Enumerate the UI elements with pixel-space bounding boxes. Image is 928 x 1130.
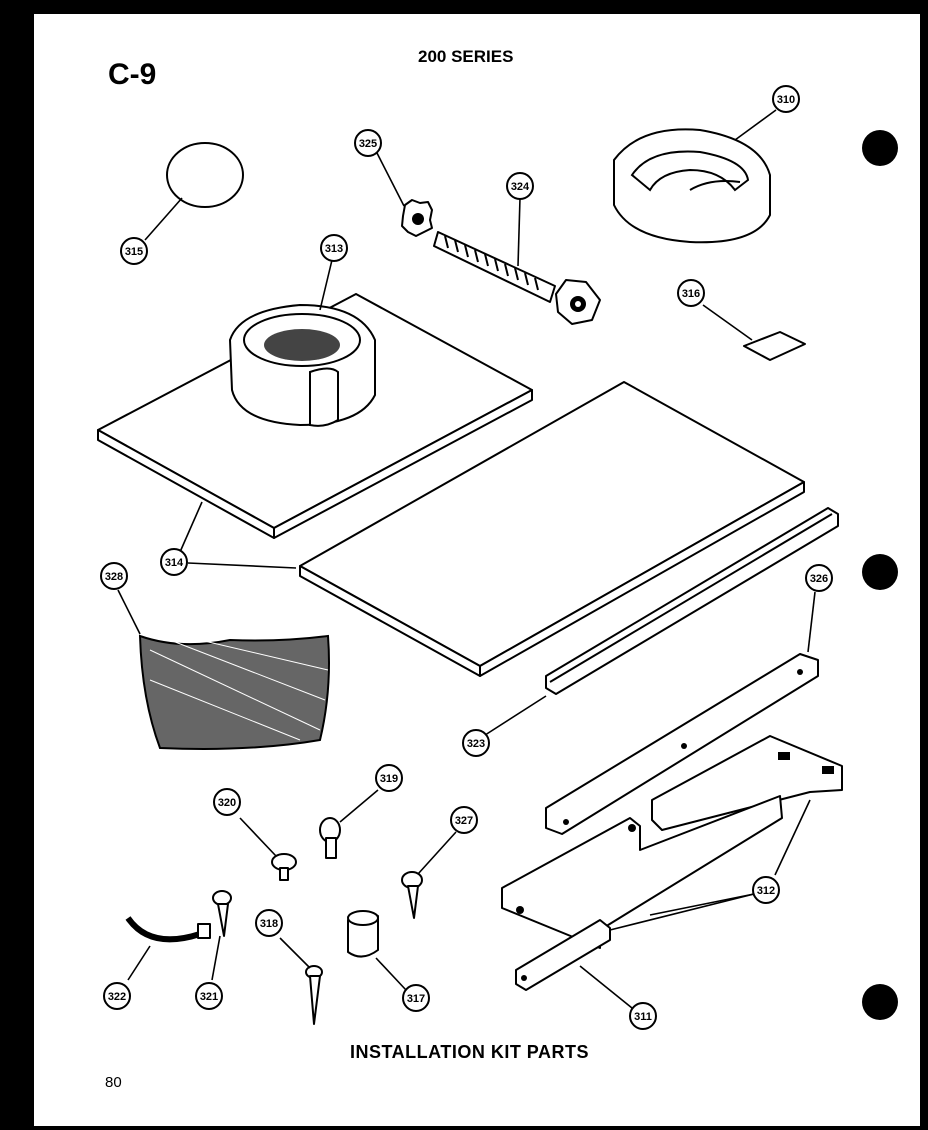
part-315-grommet: [166, 142, 244, 208]
svg-text:320: 320: [218, 797, 236, 809]
part-312-angle-bracket: [501, 735, 843, 949]
callout-319: 319: [375, 764, 403, 792]
svg-text:314: 314: [165, 557, 184, 569]
part-316-foam-pad: [743, 331, 806, 361]
callout-317: 317: [402, 984, 430, 1012]
svg-text:310: 310: [777, 94, 795, 106]
svg-text:323: 323: [467, 738, 485, 750]
page-number: 80: [105, 1074, 122, 1091]
part-321-screw: [212, 890, 232, 937]
callout-318: 318: [255, 909, 283, 937]
callout-324: 324: [506, 172, 534, 200]
part-327-screw: [401, 871, 423, 919]
callout-326: 326: [805, 564, 833, 592]
svg-text:315: 315: [125, 246, 143, 258]
callout-322: 322: [103, 982, 131, 1010]
svg-text:317: 317: [407, 993, 425, 1005]
part-314-board-lower: [299, 381, 805, 677]
part-310-foam-roll: [613, 128, 771, 244]
part-317-spacer: [347, 910, 379, 958]
callout-321: 321: [195, 982, 223, 1010]
part-313-sleeve: [229, 304, 376, 427]
binder-hole-middle: [862, 554, 898, 590]
part-319-screw: [319, 817, 341, 859]
callout-327: 327: [450, 806, 478, 834]
callout-313: 313: [320, 234, 348, 262]
svg-text:322: 322: [108, 991, 126, 1003]
callout-316: 316: [677, 279, 705, 307]
callout-320: 320: [213, 788, 241, 816]
svg-text:319: 319: [380, 773, 398, 785]
callout-315: 315: [120, 237, 148, 265]
svg-text:324: 324: [511, 181, 530, 193]
svg-text:316: 316: [682, 288, 700, 300]
diagram-caption: INSTALLATION KIT PARTS: [350, 1042, 589, 1062]
part-320-plug: [271, 853, 297, 881]
series-title: 200 SERIES: [418, 47, 514, 66]
callout-328: 328: [100, 562, 128, 590]
part-322-clip: [125, 916, 211, 943]
part-325-star-washer: [401, 199, 433, 237]
part-311-rail: [515, 919, 611, 991]
svg-text:327: 327: [455, 815, 473, 827]
part-326-bracket: [545, 653, 819, 835]
part-328-mesh-bag: [138, 634, 330, 750]
binder-hole-top: [862, 130, 898, 166]
callout-325: 325: [354, 129, 382, 157]
part-324-bolt: [433, 231, 601, 325]
svg-text:312: 312: [757, 885, 775, 897]
callout-312: 312: [752, 876, 780, 904]
svg-text:321: 321: [200, 991, 218, 1003]
callout-311: 311: [629, 1002, 657, 1030]
svg-text:326: 326: [810, 573, 828, 585]
svg-text:313: 313: [325, 243, 343, 255]
callout-314: 314: [160, 548, 188, 576]
part-323-channel: [545, 507, 839, 695]
svg-text:311: 311: [634, 1011, 652, 1023]
callout-323: 323: [462, 729, 490, 757]
page-code: C-9: [108, 58, 157, 91]
svg-text:328: 328: [105, 571, 123, 583]
callout-310: 310: [772, 85, 800, 113]
part-318-screw: [305, 965, 323, 1025]
binder-hole-bottom: [862, 984, 898, 1020]
svg-text:318: 318: [260, 918, 278, 930]
svg-text:325: 325: [359, 138, 377, 150]
